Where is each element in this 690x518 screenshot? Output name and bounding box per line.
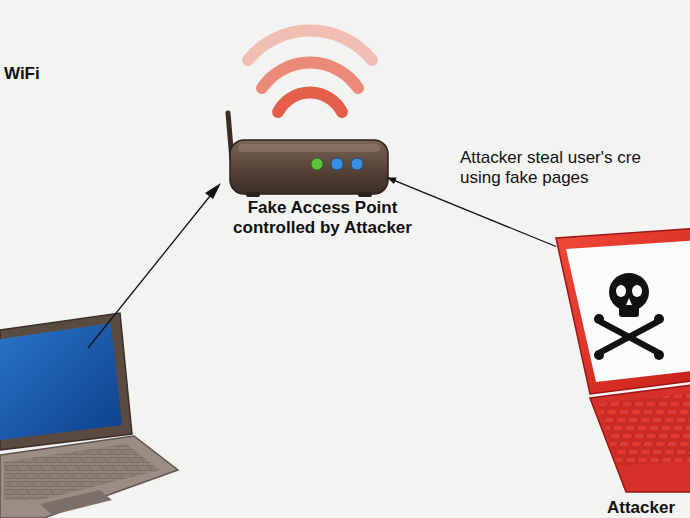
attacker-laptop <box>556 228 690 492</box>
node-label: Attacker <box>607 498 675 518</box>
router <box>228 113 388 197</box>
edge-label: Attacker steal user's cre using fake pag… <box>458 148 677 189</box>
attacker-laptop-node: Attacker <box>556 236 690 386</box>
node-label: Fake Access Point controlled by Attacker <box>215 198 430 239</box>
wifi-label: WiFi <box>4 64 40 84</box>
access-point: Fake Access Point controlled by Attacker <box>230 140 388 194</box>
wifi-waves <box>248 31 372 112</box>
skull-icon <box>594 273 664 360</box>
victim-arrow <box>88 183 221 348</box>
victim-laptop <box>0 313 178 518</box>
